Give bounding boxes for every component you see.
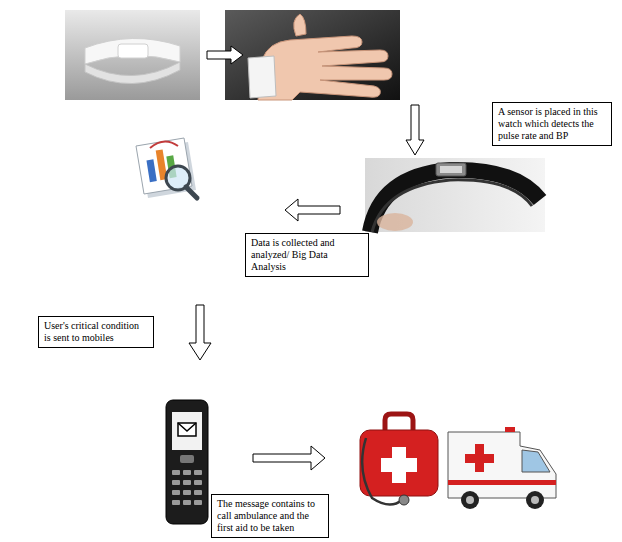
mobile-phone bbox=[166, 400, 208, 524]
callout-box: The message contains to call ambulance a… bbox=[211, 494, 329, 538]
callout-text: Data is collected and analyzed/ Big Data… bbox=[251, 237, 363, 273]
hand-photo bbox=[225, 10, 400, 100]
callout-text: A sensor is placed in this watch which d… bbox=[498, 106, 606, 142]
ambulance bbox=[448, 427, 556, 509]
callout-box: A sensor is placed in this watch which d… bbox=[492, 102, 612, 146]
callout-text: User's critical condition is sent to mob… bbox=[44, 320, 148, 344]
sensor-watch-photo bbox=[365, 158, 545, 232]
wristband-photo bbox=[65, 10, 200, 100]
data-analysis-icon bbox=[136, 138, 197, 198]
flow-arrow bbox=[189, 46, 424, 470]
callout-box: User's critical condition is sent to mob… bbox=[38, 316, 154, 348]
callout-box: Data is collected and analyzed/ Big Data… bbox=[245, 233, 369, 277]
callout-text: The message contains to call ambulance a… bbox=[217, 498, 323, 534]
first-aid-kit bbox=[360, 414, 438, 505]
